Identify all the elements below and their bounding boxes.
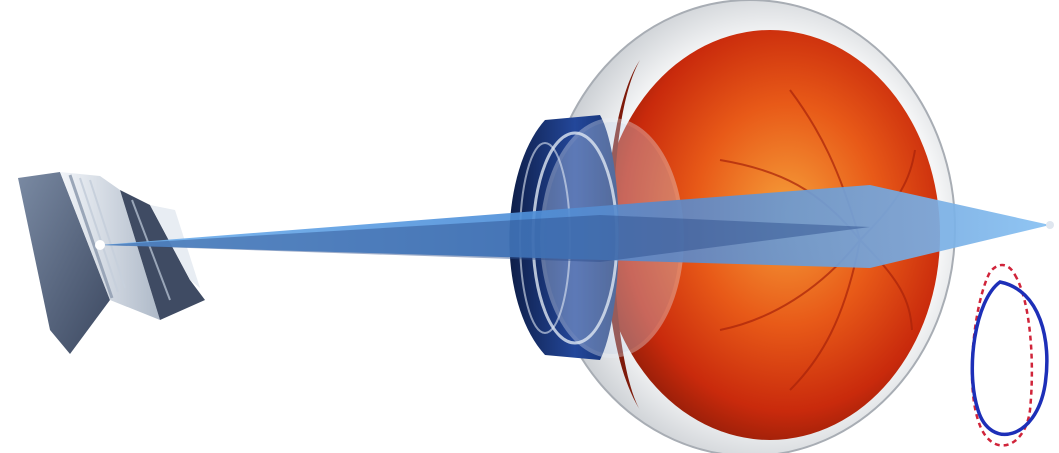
open-book-icon bbox=[18, 172, 205, 354]
eye-shape-comparison-icon bbox=[972, 265, 1047, 445]
